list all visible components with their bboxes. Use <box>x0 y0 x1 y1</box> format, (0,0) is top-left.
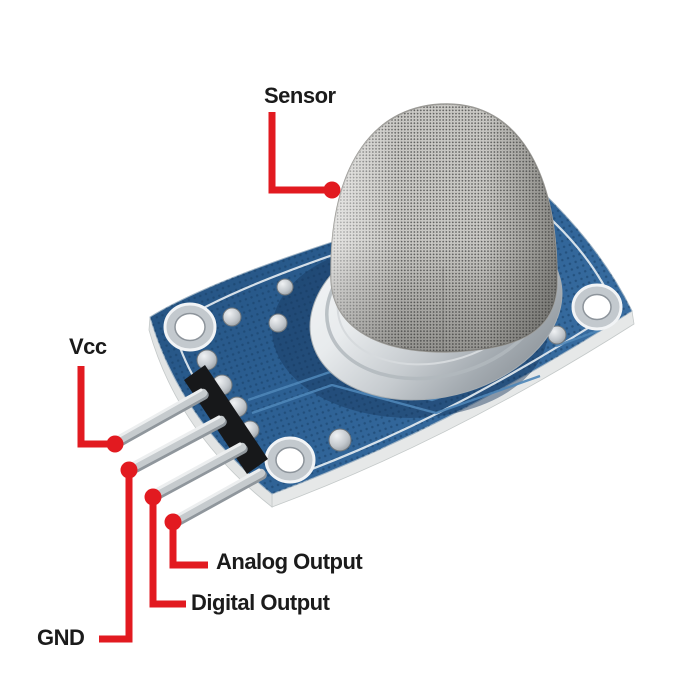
solder-joint <box>268 313 288 333</box>
solder-joint <box>196 349 218 371</box>
header-pins <box>112 388 267 528</box>
sensor-pointer-line <box>268 112 330 194</box>
sensor-pointer-dot <box>323 181 341 199</box>
mounting-hole <box>264 436 316 484</box>
gnd-pointer-line <box>99 470 133 643</box>
annotation-label-gnd: GND <box>37 625 85 650</box>
solder-joint <box>328 428 352 452</box>
mounting-hole <box>571 283 623 331</box>
solder-joint <box>276 278 294 296</box>
header-pin <box>148 442 248 502</box>
gnd-pointer-dot <box>120 461 138 479</box>
header-pin <box>112 388 209 448</box>
annotation-dots <box>106 181 341 531</box>
annotation-pointers <box>77 112 330 643</box>
vcc-pointer-line <box>77 366 110 448</box>
annotation-label-analog-output: Analog Output <box>216 549 363 574</box>
header-pin <box>126 415 227 475</box>
vcc-pointer-dot <box>106 435 124 453</box>
annotation-label-vcc: Vcc <box>69 334 107 359</box>
digital-output-pointer-line <box>149 498 186 608</box>
analog-output-pointer-line <box>169 523 208 569</box>
mounting-hole <box>163 302 217 352</box>
annotation-label-sensor: Sensor <box>264 83 336 108</box>
sensor-can <box>309 103 563 401</box>
solder-joints <box>196 278 567 452</box>
header-pin <box>169 468 267 528</box>
sensor-mesh-cap <box>330 103 558 353</box>
solder-joint <box>222 307 242 327</box>
digital-output-pointer-dot <box>144 488 162 506</box>
analog-output-pointer-dot <box>164 513 182 531</box>
annotation-label-digital-output: Digital Output <box>191 590 330 615</box>
